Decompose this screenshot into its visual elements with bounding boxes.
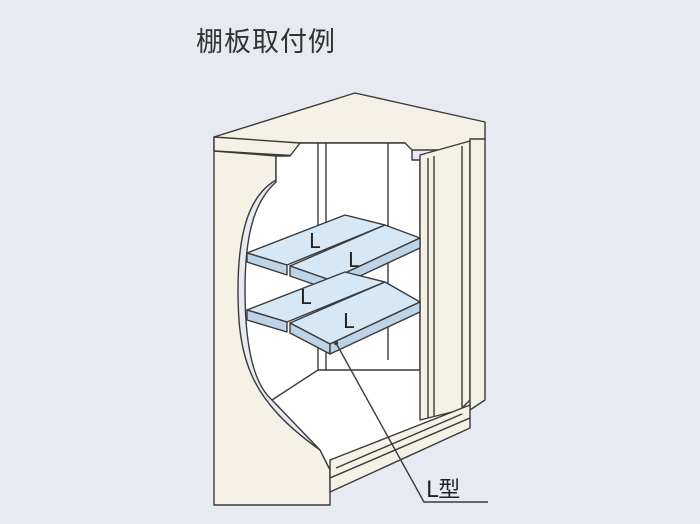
shelf-label-lower-back: L: [300, 285, 312, 309]
callout-anchor: [333, 340, 339, 346]
callout-label: L型: [426, 478, 461, 503]
cabinet-bottom-base: [329, 417, 471, 493]
cabinet-left-panel: [213, 150, 331, 506]
callout-leader-line: [335, 342, 488, 503]
cabinet-right-panel: [419, 140, 471, 421]
door-frame-right: [469, 138, 486, 411]
shelf-label-upper-front: L: [348, 248, 360, 272]
page-title: 棚板取付例: [196, 27, 336, 58]
shelf-label-upper-back: L: [309, 229, 321, 253]
lower-shelf-front-edge: [329, 301, 421, 355]
lower-shelf-back-side: [246, 309, 288, 333]
shelf-label-lower-front: L: [343, 309, 355, 333]
bottom-rail-line: [335, 413, 463, 469]
upper-shelf-back-side: [246, 252, 288, 276]
